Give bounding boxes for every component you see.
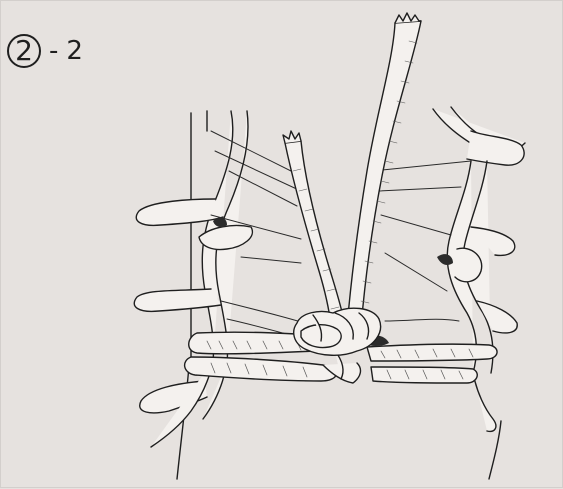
left-braid (134, 111, 252, 447)
short-cord (283, 131, 345, 325)
